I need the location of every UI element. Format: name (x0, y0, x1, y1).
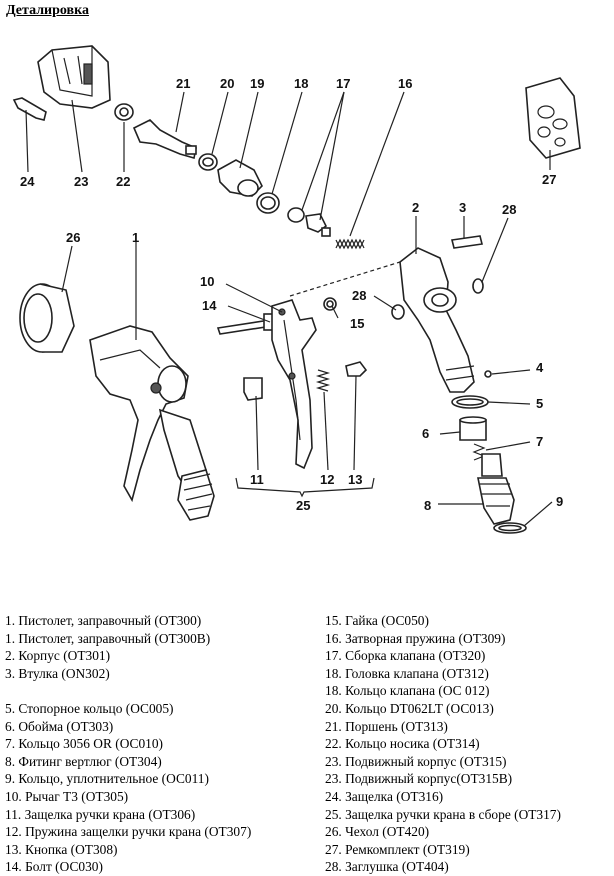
part-28-plug-top (472, 278, 484, 294)
legend-item: 3. Втулка (ON302) (5, 665, 110, 681)
legend-item: 20. Кольцо DT062LT (ОС013) (325, 700, 494, 716)
legend-item: 16. Затворная пружина (ОТ309) (325, 630, 506, 646)
legend-right-column: 15. Гайка (ОС050) 16. Затворная пружина … (325, 612, 561, 876)
callout-9: 9 (556, 494, 563, 509)
part-8-swivel-fitting (477, 453, 515, 525)
callout-2: 2 (412, 200, 419, 215)
callout-17: 17 (336, 76, 350, 91)
legend-item: 1. Пистолет, заправочный (ОТ300) (5, 613, 202, 628)
part-2-body (399, 247, 475, 393)
part-6-cage (459, 416, 487, 441)
part-21-piston (132, 119, 197, 160)
part-5-retaining-ring (451, 395, 489, 409)
page-title: Деталировка (6, 3, 89, 18)
callout-1: 1 (132, 230, 139, 245)
callout-27: 27 (542, 172, 556, 187)
legend-item-blank (5, 682, 251, 700)
part-11-latch (243, 377, 263, 401)
callout-21: 21 (176, 76, 190, 91)
callout-26: 26 (66, 230, 80, 245)
part-1-pistol (89, 325, 215, 521)
part-12-spring (315, 369, 331, 392)
part-17-valve-assembly (287, 207, 331, 237)
part-10-lever (271, 299, 317, 470)
callout-8: 8 (424, 498, 431, 513)
legend-item: 7. Кольцо 3056 OR (ОС010) (5, 736, 164, 752)
legend-item: 21. Поршень (ОТ313) (325, 718, 448, 734)
callout-24: 24 (20, 174, 35, 189)
callout-28-left: 28 (352, 288, 366, 303)
legend-item: 1. Пистолет, заправочный (ОТ300В) (5, 630, 211, 646)
legend-item: 26. Чехол (ОТ420) (325, 824, 430, 840)
part-9-seal-ring (493, 522, 527, 534)
part-26-cover (19, 283, 75, 353)
callout-4: 4 (536, 360, 544, 375)
legend-item: 24. Защелка (ОТ316) (325, 788, 444, 804)
part-13-button (345, 361, 368, 377)
callout-numbers: 21 20 19 18 17 16 24 23 22 27 2 3 28 26 … (20, 76, 563, 513)
part-23-movable-body (37, 45, 111, 109)
part-16-spring (335, 238, 365, 250)
legend-item: 23. Подвижный корпус (ОТ315) (325, 753, 507, 769)
exploded-parts-diagram: 21 20 19 18 17 16 24 23 22 27 2 3 28 26 … (12, 45, 581, 534)
callout-7: 7 (536, 434, 543, 449)
callout-18: 18 (294, 76, 308, 91)
legend-item: 5. Стопорное кольцо (ОС005) (5, 700, 174, 716)
callout-6: 6 (422, 426, 429, 441)
callout-23: 23 (74, 174, 88, 189)
part-18-valve-head (256, 192, 280, 214)
legend-item: 18. Кольцо клапана (ОС 012) (325, 683, 490, 699)
legend-item: 18. Головка клапана (ОТ312) (325, 665, 489, 681)
legend-item: 2. Корпус (ОТ301) (5, 648, 111, 664)
callout-10: 10 (200, 274, 214, 289)
legend-item: 8. Фитинг вертлюг (ОТ304) (5, 753, 162, 769)
legend-item: 9. Кольцо, уплотнительное (ОС011) (5, 771, 209, 787)
legend-item: 23. Подвижный корпус(ОТ315В) (325, 771, 513, 787)
callout-12: 12 (320, 472, 334, 487)
legend-item: 11. Защелка ручки крана (ОТ306) (5, 806, 196, 822)
part-4-pin (484, 370, 492, 378)
callout-5: 5 (536, 396, 543, 411)
legend-item: 6. Обойма (ОТ303) (5, 718, 114, 734)
legend-item: 28. Заглушка (ОТ404) (325, 859, 449, 875)
callout-16: 16 (398, 76, 412, 91)
part-24-latch (12, 97, 47, 121)
part-15-nut (323, 297, 337, 311)
legend-item: 12. Пружина защелки ручки крана (ОТ307) (5, 824, 252, 840)
legend-item: 27. Ремкомплект (ОТ319) (325, 841, 470, 857)
part-27-repair-kit (525, 77, 581, 159)
part-3-bushing (451, 235, 483, 249)
callout-14: 14 (202, 298, 217, 313)
part-14-bolt (216, 313, 275, 335)
callout-11: 11 (250, 472, 264, 487)
legend-item: 17. Сборка клапана (ОТ320) (325, 648, 486, 664)
callout-25: 25 (296, 498, 310, 513)
legend-item: 14. Болт (ОС030) (5, 859, 103, 875)
legend-item: 25. Защелка ручки крана в сборе (ОТ317) (325, 806, 561, 822)
legend-item: 22. Кольцо носика (ОТ314) (325, 736, 480, 752)
part-22-nozzle-ring (114, 103, 134, 121)
callout-19: 19 (250, 76, 264, 91)
part-28-plug-left (391, 304, 405, 320)
part-19-valve-ring (217, 159, 263, 197)
leader-lines (25, 91, 553, 527)
callout-3: 3 (459, 200, 466, 215)
part-7-ring (472, 443, 486, 461)
callout-20: 20 (220, 76, 234, 91)
legend-left-column: 1. Пистолет, заправочный (ОТ300) 1. Пист… (5, 612, 251, 876)
legend-item: 13. Кнопка (ОТ308) (5, 841, 118, 857)
legend-item: 10. Рычаг Т3 (ОТ305) (5, 788, 129, 804)
callout-13: 13 (348, 472, 362, 487)
callout-22: 22 (116, 174, 130, 189)
callout-15: 15 (350, 316, 364, 331)
part-20-ring (198, 153, 218, 171)
legend-item: 15. Гайка (ОС050) (325, 613, 429, 628)
callout-28-top: 28 (502, 202, 516, 217)
